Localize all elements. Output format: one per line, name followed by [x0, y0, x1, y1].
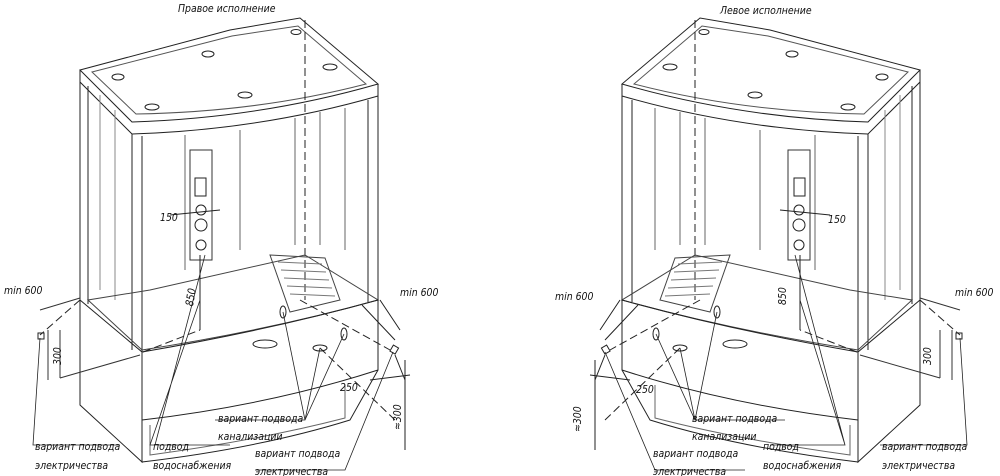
cabin-right-version — [37, 17, 411, 463]
dim-min-600-1: min 600 — [4, 284, 43, 297]
label-electric-3a: вариант подвода — [653, 447, 739, 460]
label-electric-2a: вариант подвода — [255, 447, 341, 460]
label-water-1a: подвод — [153, 440, 190, 453]
label-water-2b: водоснабжения — [763, 459, 842, 472]
dim-approx-300-1: ≈300 — [391, 404, 404, 430]
dim-250-1: 250 — [340, 381, 358, 394]
label-electric-1b: электричества — [35, 459, 109, 472]
label-electric-3b: электричества — [653, 465, 727, 476]
dim-150-1: 150 — [160, 211, 178, 224]
label-drain-2a: вариант подвода — [692, 412, 778, 425]
label-water-1b: водоснабжения — [153, 459, 232, 472]
dim-850-2: 850 — [776, 287, 789, 305]
dim-250-2: 250 — [636, 383, 654, 396]
label-water-2a: подвод — [763, 440, 800, 453]
label-electric-4b: электричества — [882, 459, 956, 472]
title-left-version: Левое исполнение — [720, 4, 812, 17]
label-electric-4a: вариант подвода — [882, 440, 968, 453]
dim-approx-300-2: ≈300 — [571, 406, 584, 432]
dim-min-600-3: min 600 — [555, 290, 594, 303]
dim-min-600-4: min 600 — [955, 286, 994, 299]
dim-150-2: 150 — [828, 213, 846, 226]
label-drain-2b: канализации — [692, 430, 757, 443]
dim-850-1: 850 — [183, 287, 199, 308]
leader-lines — [32, 254, 968, 471]
dim-300-2: 300 — [921, 347, 934, 365]
dim-300-1: 300 — [51, 347, 64, 365]
label-drain-1b: канализации — [218, 430, 283, 443]
label-electric-1a: вариант подвода — [35, 440, 121, 453]
label-drain-1a: вариант подвода — [218, 412, 304, 425]
title-right-version: Правое исполнение — [178, 2, 276, 15]
label-electric-2b: электричества — [255, 465, 329, 476]
dim-min-600-2: min 600 — [400, 286, 439, 299]
